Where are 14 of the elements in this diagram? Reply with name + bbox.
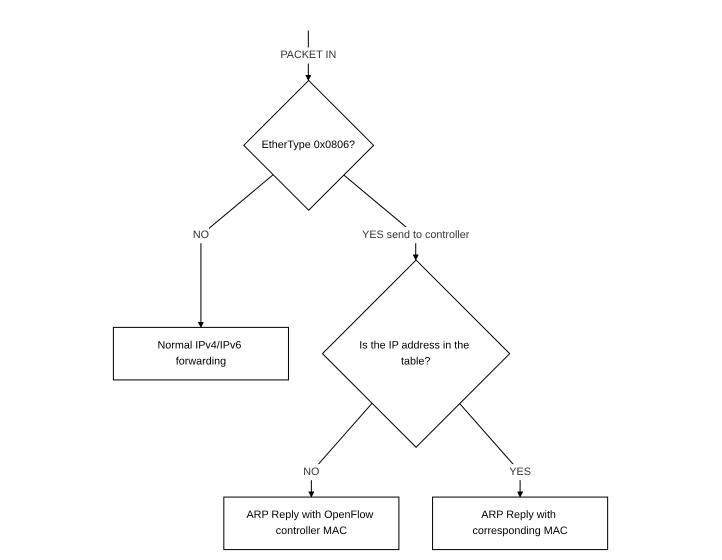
edge-label: PACKET IN (280, 49, 337, 61)
node-box (432, 496, 609, 550)
edge-label: NO (193, 229, 210, 241)
arrow (460, 403, 524, 498)
node-box (113, 326, 290, 380)
edge-label: YES send to controller (362, 229, 470, 241)
arrow (308, 403, 373, 498)
node-diamond (322, 259, 511, 448)
flowchart: PACKET IN NO YES send to controller NO YES EtherType 0x0806? Normal IPv4/IPv6 forwarding Is the IP address in the table? ARP Reply with OpenFlow controller MAC ARP Reply with corresponding MAC (108, 5, 614, 555)
node-box (224, 496, 400, 550)
arrow (198, 174, 274, 328)
edge-label: YES (510, 466, 532, 478)
edge-label: NO (304, 466, 320, 478)
node-diamond (244, 80, 375, 211)
